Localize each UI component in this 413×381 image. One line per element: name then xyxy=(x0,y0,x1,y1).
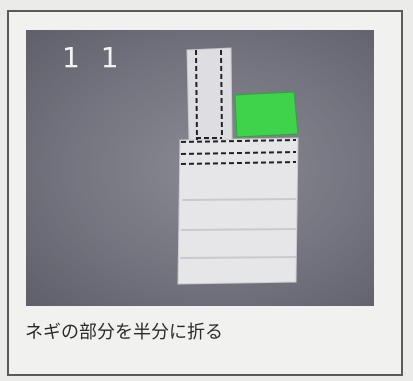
origami-paper-illustration xyxy=(177,47,299,285)
paper-lower-body xyxy=(177,137,299,285)
crease-line xyxy=(181,198,297,201)
step-number: 1 1 xyxy=(62,41,125,74)
dashed-fold-line-horizontal xyxy=(180,151,297,155)
step-caption: ネギの部分を半分に折る xyxy=(25,322,223,343)
dashed-fold-line-vertical xyxy=(195,49,198,141)
step-photo: 1 1 xyxy=(26,30,374,306)
dashed-fold-line-horizontal xyxy=(180,139,297,143)
dashed-fold-line-vertical xyxy=(220,49,223,139)
crease-line xyxy=(179,256,297,259)
dashed-fold-line-horizontal xyxy=(180,161,297,165)
crease-line xyxy=(180,228,297,231)
green-square xyxy=(234,91,299,138)
paper-upper-strip xyxy=(186,47,233,143)
